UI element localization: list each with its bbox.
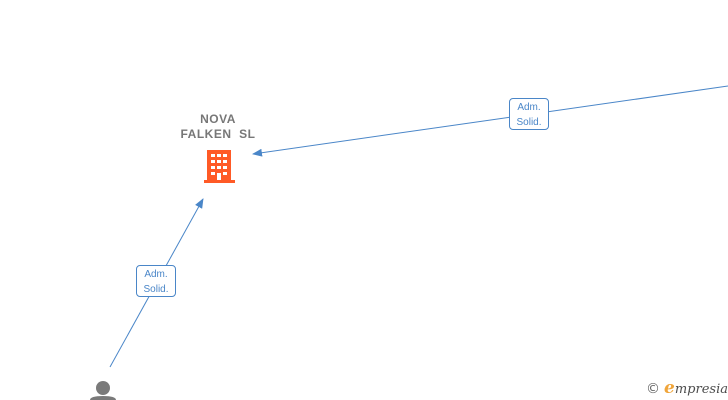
edge-label-bottom[interactable]: Adm. Solid. [136, 265, 176, 297]
edge-label-top-line1: Adm. [517, 102, 541, 113]
edge-label-top[interactable]: Adm. Solid. [509, 98, 549, 130]
company-name-line2: FALKEN SL [180, 127, 256, 141]
brand-initial: e [664, 378, 675, 398]
edge-line-top [252, 85, 728, 157]
company-name[interactable]: NOVA FALKEN SL [168, 112, 268, 142]
edge-label-bottom-line2: Solid. [143, 284, 169, 295]
building-icon[interactable] [204, 150, 235, 183]
company-name-line1: NOVA [200, 112, 236, 126]
edge-label-top-line2: Solid. [516, 117, 542, 128]
edge-label-bottom-line1: Adm. [144, 269, 168, 280]
brand-watermark: ©empresia [646, 378, 728, 398]
brand-name: mpresia [674, 382, 728, 397]
person-icon[interactable] [90, 381, 116, 400]
copyright-symbol: © [646, 381, 661, 397]
